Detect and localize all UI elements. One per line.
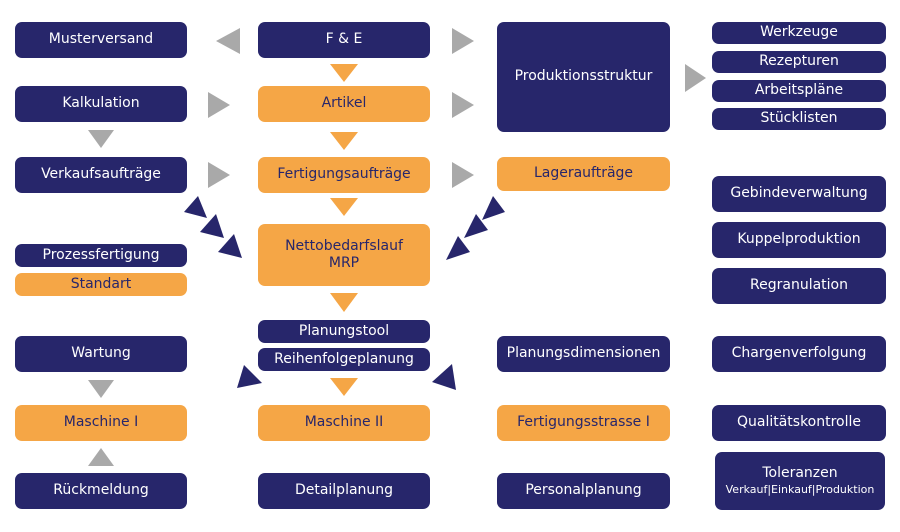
arrow-diagonal-navy: [184, 196, 207, 218]
arrow-right-gray: [685, 64, 706, 92]
arrow-diagonal-navy: [200, 214, 224, 238]
arrow-diagonal-navy: [446, 236, 470, 260]
box-standart: Standart: [15, 273, 187, 296]
arrow-right-gray: [208, 162, 230, 188]
box-f-und-e: F & E: [258, 22, 430, 58]
box-gebindeverwaltung: Gebindeverwaltung: [712, 176, 886, 212]
box-arbeitsplaene: Arbeitspläne: [712, 80, 886, 102]
box-nettobedarfslauf-mrp: Nettobedarfslauf MRP: [258, 224, 430, 286]
box-produktionsstruktur: Produktionsstruktur: [497, 22, 670, 132]
arrow-down-gray: [88, 380, 114, 398]
arrow-down-orange: [330, 64, 358, 82]
box-rueckmeldung: Rückmeldung: [15, 473, 187, 509]
box-kalkulation: Kalkulation: [15, 86, 187, 122]
box-fertigungsstrasse: Fertigungsstrasse I: [497, 405, 670, 441]
box-maschine-1: Maschine I: [15, 405, 187, 441]
box-fertigungsauftraege: Fertigungsaufträge: [258, 157, 430, 193]
arrow-diagonal-navy: [482, 196, 505, 220]
arrow-down-orange: [330, 378, 358, 396]
arrow-down-gray: [88, 130, 114, 148]
arrow-right-gray: [452, 162, 474, 188]
mrp-label: MRP: [328, 255, 360, 271]
arrow-diagonal-navy: [432, 364, 456, 390]
box-stuecklisten: Stücklisten: [712, 108, 886, 130]
box-musterversand: Musterversand: [15, 22, 187, 58]
box-toleranzen: Toleranzen Verkauf|Einkauf|Produktion: [715, 452, 885, 510]
arrow-right-gray: [452, 92, 474, 118]
toleranzen-sub-label: Verkauf|Einkauf|Produktion: [725, 482, 875, 496]
box-kuppelproduktion: Kuppelproduktion: [712, 222, 886, 258]
arrow-diagonal-navy: [464, 214, 488, 238]
arrow-down-orange: [330, 132, 358, 150]
arrow-right-gray: [208, 92, 230, 118]
box-regranulation: Regranulation: [712, 268, 886, 304]
box-qualitaetskontrolle: Qualitätskontrolle: [712, 405, 886, 441]
arrow-up-gray: [88, 448, 114, 466]
box-personalplanung: Personalplanung: [497, 473, 670, 509]
box-planungstool: Planungstool: [258, 320, 430, 343]
box-verkaufsauftraege: Verkaufsaufträge: [15, 157, 187, 193]
arrow-left-gray: [216, 28, 240, 54]
toleranzen-label: Toleranzen: [762, 465, 838, 482]
nettobedarfslauf-label: Nettobedarfslauf: [285, 237, 403, 254]
arrow-diagonal-navy: [218, 234, 242, 258]
arrow-right-gray: [452, 28, 474, 54]
box-artikel: Artikel: [258, 86, 430, 122]
box-werkzeuge: Werkzeuge: [712, 22, 886, 44]
box-maschine-2: Maschine II: [258, 405, 430, 441]
box-reihenfolgeplanung: Reihenfolgeplanung: [258, 348, 430, 371]
box-detailplanung: Detailplanung: [258, 473, 430, 509]
box-chargenverfolgung: Chargenverfolgung: [712, 336, 886, 372]
box-lagerauftraege: Lageraufträge: [497, 157, 670, 191]
box-wartung: Wartung: [15, 336, 187, 372]
box-rezepturen: Rezepturen: [712, 51, 886, 73]
box-planungsdimensionen: Planungsdimensionen: [497, 336, 670, 372]
box-prozessfertigung: Prozessfertigung: [15, 244, 187, 267]
arrow-down-orange: [330, 293, 358, 312]
arrow-diagonal-navy: [237, 365, 262, 388]
arrow-down-orange: [330, 198, 358, 216]
